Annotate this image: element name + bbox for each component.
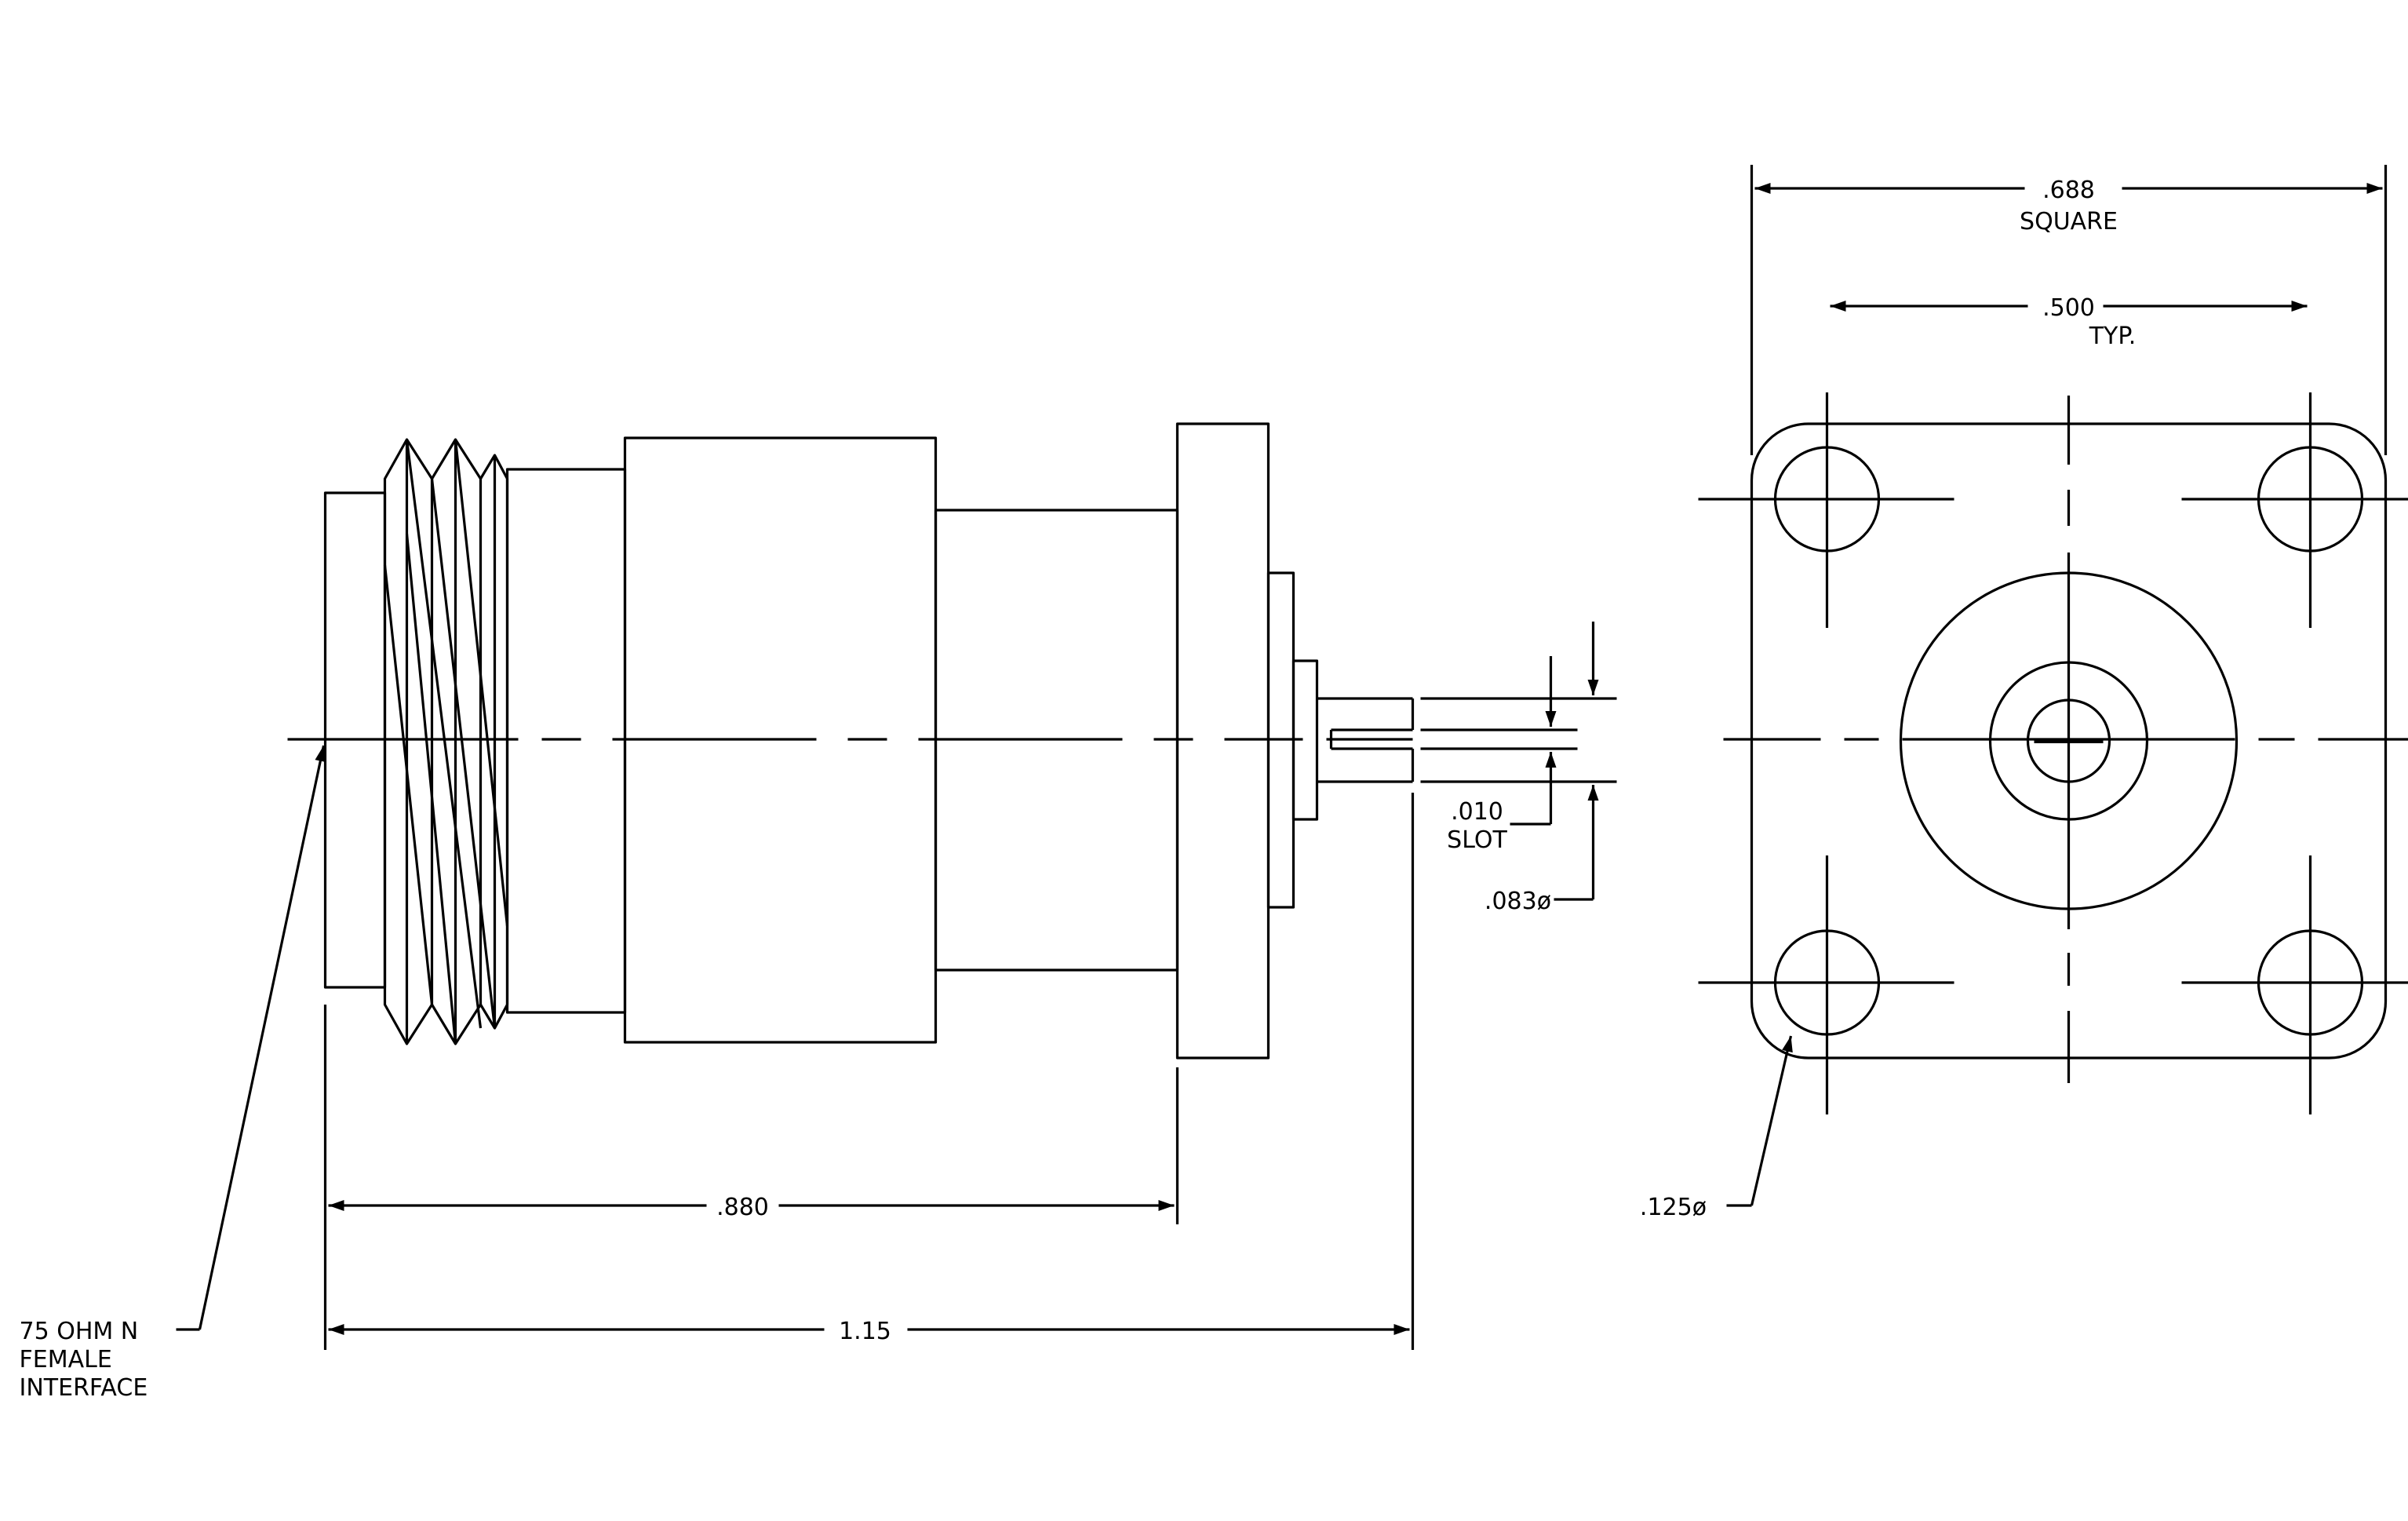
interface-label-line2: FEMALE [20,1346,112,1373]
hole-diameter-leader [1726,1035,1793,1207]
hole-diameter-label: .125ø [1640,1194,1707,1221]
side-view [176,422,1617,1350]
coupling-thread [383,438,509,1045]
hole-centerlines [1698,392,2408,1114]
flange-length-label: .880 [716,1194,769,1221]
insulator-outer-circle [1899,571,2239,910]
overall-length-label: 1.15 [839,1318,891,1345]
insulator-tip [1291,659,1319,821]
slot-width-label: .010 [1451,798,1503,826]
insulator-inner-circle [1988,661,2149,821]
contact-circle [2026,698,2111,783]
mounting-flange [1175,422,1270,1060]
square-width-dimension [1750,165,2388,455]
interface-leader [176,745,326,1331]
pin-diameter-label: .083ø [1485,888,1551,915]
front-view [1698,165,2408,1207]
interface-label-line3: INTERFACE [20,1374,148,1402]
mounting-hole-bottom-left [1773,929,1881,1036]
slot-word-label: SLOT [1447,826,1507,854]
mounting-hole-bottom-right [2257,929,2364,1036]
hole-spacing-label: .500 [2042,294,2095,322]
hole-spacing-note: TYP. [2089,323,2137,350]
square-width-label: .688 [2042,177,2095,204]
contact-pin [1317,697,1415,783]
square-word-label: SQUARE [2020,208,2118,235]
mounting-hole-top-right [2257,446,2364,553]
body-neck [505,468,627,1014]
pin-dimension [1420,622,1617,901]
interface-label-line1: 75 OHM N [20,1318,139,1345]
mounting-hole-top-left [1773,446,1881,553]
